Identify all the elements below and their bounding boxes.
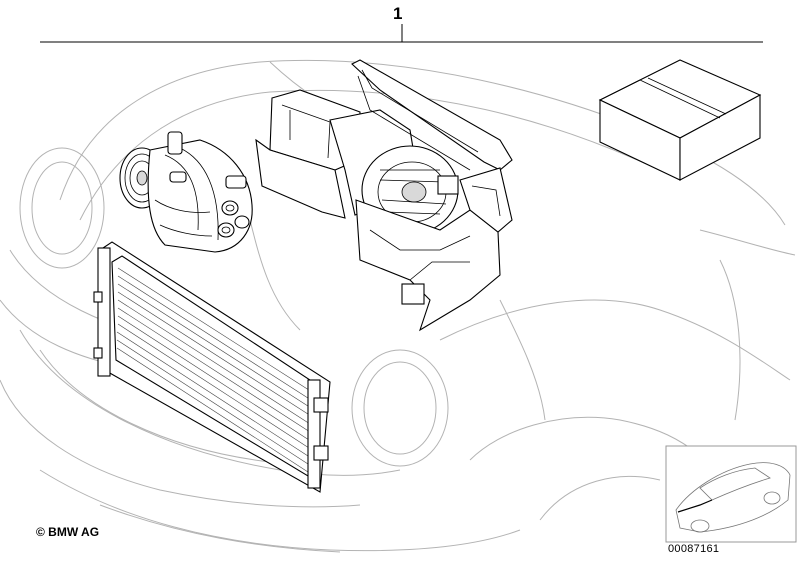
package-box[interactable]	[598, 59, 762, 181]
right-headlamp-outline	[351, 349, 449, 467]
copyright-label: © BMW AG	[36, 525, 100, 539]
leader-line	[40, 24, 763, 43]
left-headlamp-outline	[19, 147, 105, 269]
ac-condenser[interactable]	[93, 241, 331, 493]
vehicle-thumbnail	[665, 445, 797, 543]
heater-housing[interactable]	[255, 59, 513, 332]
part-number-label: 1	[393, 4, 403, 23]
ac-compressor[interactable]	[119, 131, 253, 253]
diagram-id-label: 00087161	[668, 543, 720, 555]
car-outline	[0, 59, 796, 553]
